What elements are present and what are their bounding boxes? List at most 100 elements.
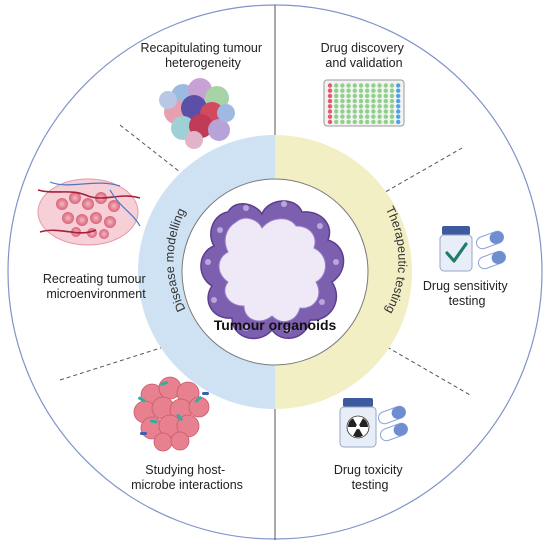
plate-well <box>377 83 382 88</box>
plate-well <box>346 83 351 88</box>
plate-well <box>352 119 357 125</box>
label-microenvironment-line2: microenvironment <box>46 287 146 301</box>
plate-well <box>365 114 370 119</box>
label-drug-sensitivity-line1: Drug sensitivity <box>423 279 508 293</box>
plate-well <box>327 109 333 114</box>
plate-well <box>340 119 345 125</box>
plate-well <box>377 104 382 109</box>
label-drug-discovery: Drug discovery and validation <box>321 41 408 70</box>
plate-well <box>346 109 351 114</box>
plate-well <box>334 119 339 125</box>
plate-well <box>371 114 376 119</box>
microenvironment-icon <box>37 178 141 246</box>
plate-well <box>389 114 395 119</box>
plate-well <box>371 109 376 114</box>
well-plate-icon <box>323 79 405 127</box>
plate-well <box>396 93 401 99</box>
heterogeneous-cells-icon <box>159 78 235 149</box>
plate-well <box>371 93 376 99</box>
plate-well <box>352 88 357 93</box>
plate-well <box>358 88 364 93</box>
plate-well <box>365 104 370 109</box>
plate-well <box>352 93 357 99</box>
radiation-icon <box>346 415 370 439</box>
plate-well <box>383 109 388 114</box>
plate-well <box>383 98 388 104</box>
label-drug-toxicity-line1: Drug toxicity <box>334 463 404 477</box>
plate-well <box>365 93 370 99</box>
label-heterogeneity-line2: heterogeneity <box>165 56 242 70</box>
plate-well <box>371 119 376 125</box>
label-heterogeneity: Recapitulating tumour heterogeneity <box>140 41 265 70</box>
right-ring <box>275 135 412 409</box>
plate-well <box>383 104 388 109</box>
plate-well <box>365 119 370 125</box>
plate-well <box>383 114 388 119</box>
plate-well <box>358 98 364 104</box>
plate-well <box>377 114 382 119</box>
plate-well <box>346 104 351 109</box>
plate-well <box>340 93 345 99</box>
plate-well <box>396 114 401 119</box>
plate-well <box>389 104 395 109</box>
plate-well <box>334 88 339 93</box>
plate-well <box>377 93 382 99</box>
plate-well <box>327 93 333 99</box>
plate-well <box>396 109 401 114</box>
plate-well <box>334 93 339 99</box>
plate-well <box>377 98 382 104</box>
plate-well <box>358 109 364 114</box>
plate-well <box>346 98 351 104</box>
plate-well <box>377 119 382 125</box>
plate-well <box>334 83 339 88</box>
plate-well <box>327 114 333 119</box>
plate-well <box>389 93 395 99</box>
plate-well <box>365 109 370 114</box>
plate-well <box>358 93 364 99</box>
plate-well <box>340 98 345 104</box>
plate-well <box>371 104 376 109</box>
plate-well <box>396 119 401 125</box>
divider-lower-left <box>59 344 171 381</box>
plate-well <box>340 109 345 114</box>
label-microenvironment: Recreating tumour microenvironment <box>43 272 149 301</box>
plate-well <box>327 88 333 93</box>
plate-well <box>383 88 388 93</box>
plate-well <box>396 88 401 93</box>
plate-well <box>327 104 333 109</box>
label-drug-sensitivity: Drug sensitivity testing <box>423 279 511 308</box>
plate-well <box>327 98 333 104</box>
plate-well <box>334 114 339 119</box>
plate-well <box>340 88 345 93</box>
plate-well <box>396 104 401 109</box>
dividers <box>59 5 471 540</box>
plate-well <box>365 88 370 93</box>
plate-well <box>340 114 345 119</box>
divider-upper-left <box>119 124 181 173</box>
label-host-microbe: Studying host- microbe interactions <box>131 463 243 492</box>
plate-well <box>352 109 357 114</box>
plate-well <box>358 119 364 125</box>
divider-upper-right <box>379 147 463 196</box>
plate-well <box>352 114 357 119</box>
plate-well <box>352 98 357 104</box>
plate-well <box>352 83 357 88</box>
plate-well <box>358 114 364 119</box>
organoid-icon <box>200 200 345 340</box>
plate-well <box>334 104 339 109</box>
plate-well <box>389 119 395 125</box>
plate-well <box>389 88 395 93</box>
plate-well <box>389 83 395 88</box>
plate-well <box>377 109 382 114</box>
plate-well <box>358 83 364 88</box>
plate-well <box>371 83 376 88</box>
plate-well <box>389 98 395 104</box>
label-drug-toxicity-line2: testing <box>352 478 389 492</box>
label-microenvironment-line1: Recreating tumour <box>43 272 146 286</box>
label-drug-discovery-line1: Drug discovery <box>321 41 405 55</box>
plate-well <box>340 83 345 88</box>
plate-well <box>383 119 388 125</box>
plate-well <box>346 119 351 125</box>
label-drug-discovery-line2: and validation <box>325 56 402 70</box>
